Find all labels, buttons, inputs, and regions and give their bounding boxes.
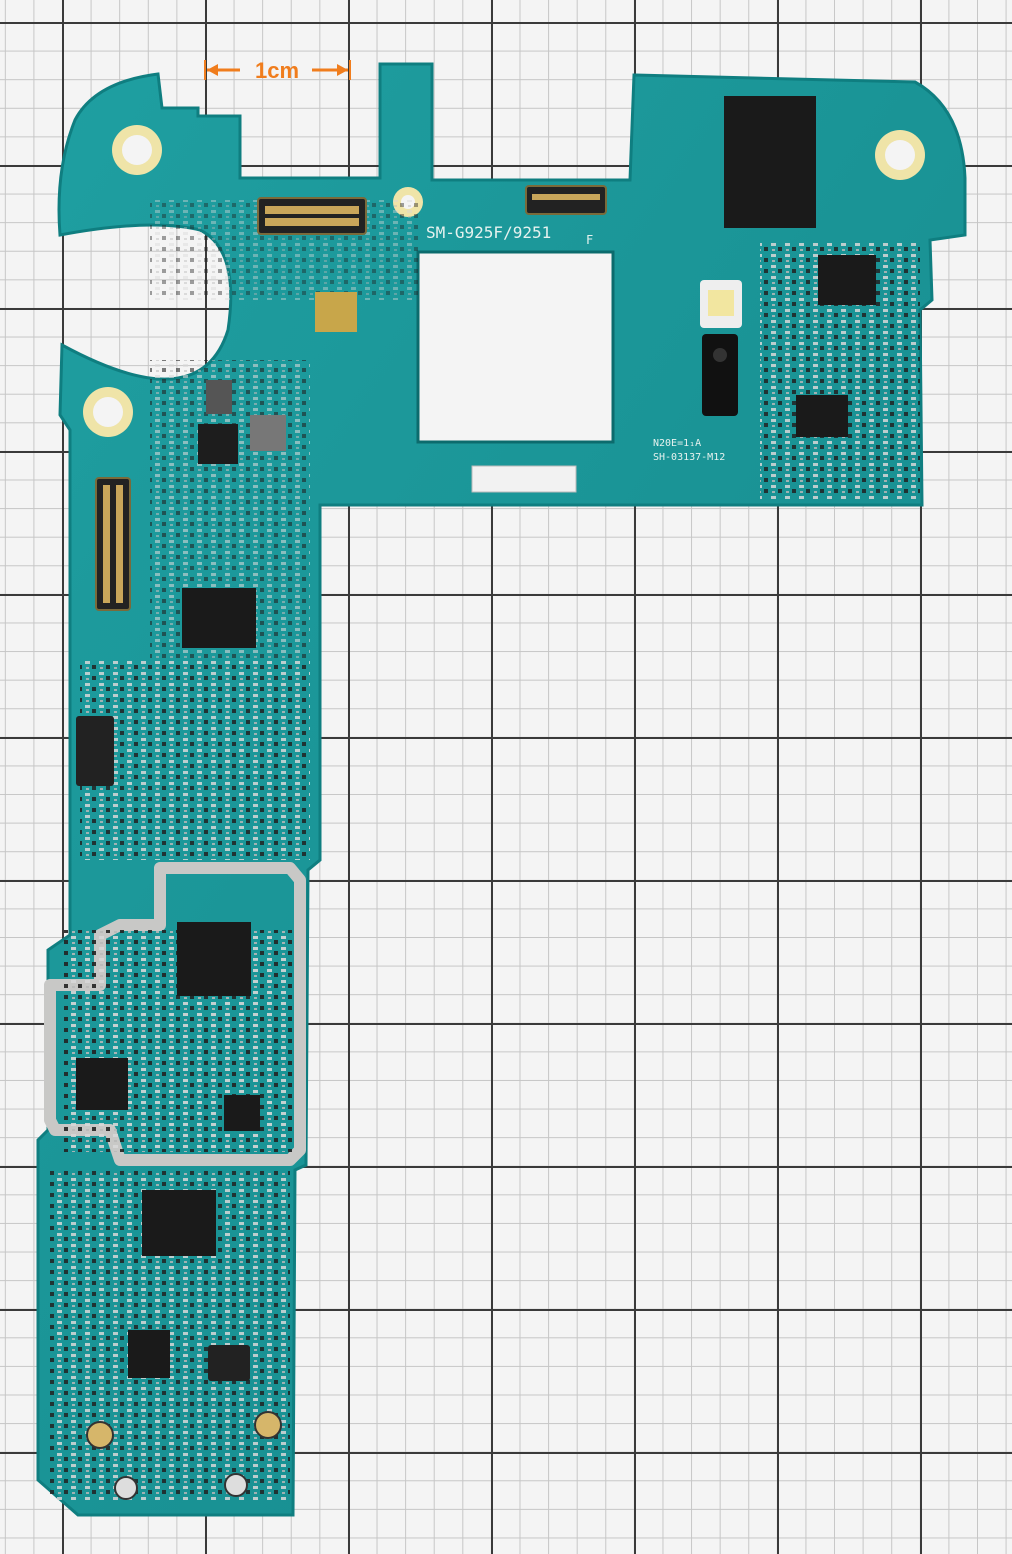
rf-shield-can (44, 862, 306, 1166)
board-connectors (76, 185, 607, 1381)
camera-cutout (416, 250, 615, 444)
board-marking-line-2: SH-03137-M12 (653, 452, 725, 463)
scale-bar-label: 1cm (255, 58, 299, 83)
board-revision-marking: F (586, 233, 593, 247)
integrated-circuits (76, 96, 876, 1378)
board-model-marking: SM-G925F/9251 (426, 223, 551, 242)
scale-bar: 1cm (204, 58, 351, 83)
coax-connectors (86, 1411, 282, 1500)
label-sticker (471, 465, 577, 493)
board-marking-line-1: N20E=1₁A (653, 438, 701, 449)
flash-led (700, 280, 742, 416)
smd-components (50, 200, 920, 1500)
